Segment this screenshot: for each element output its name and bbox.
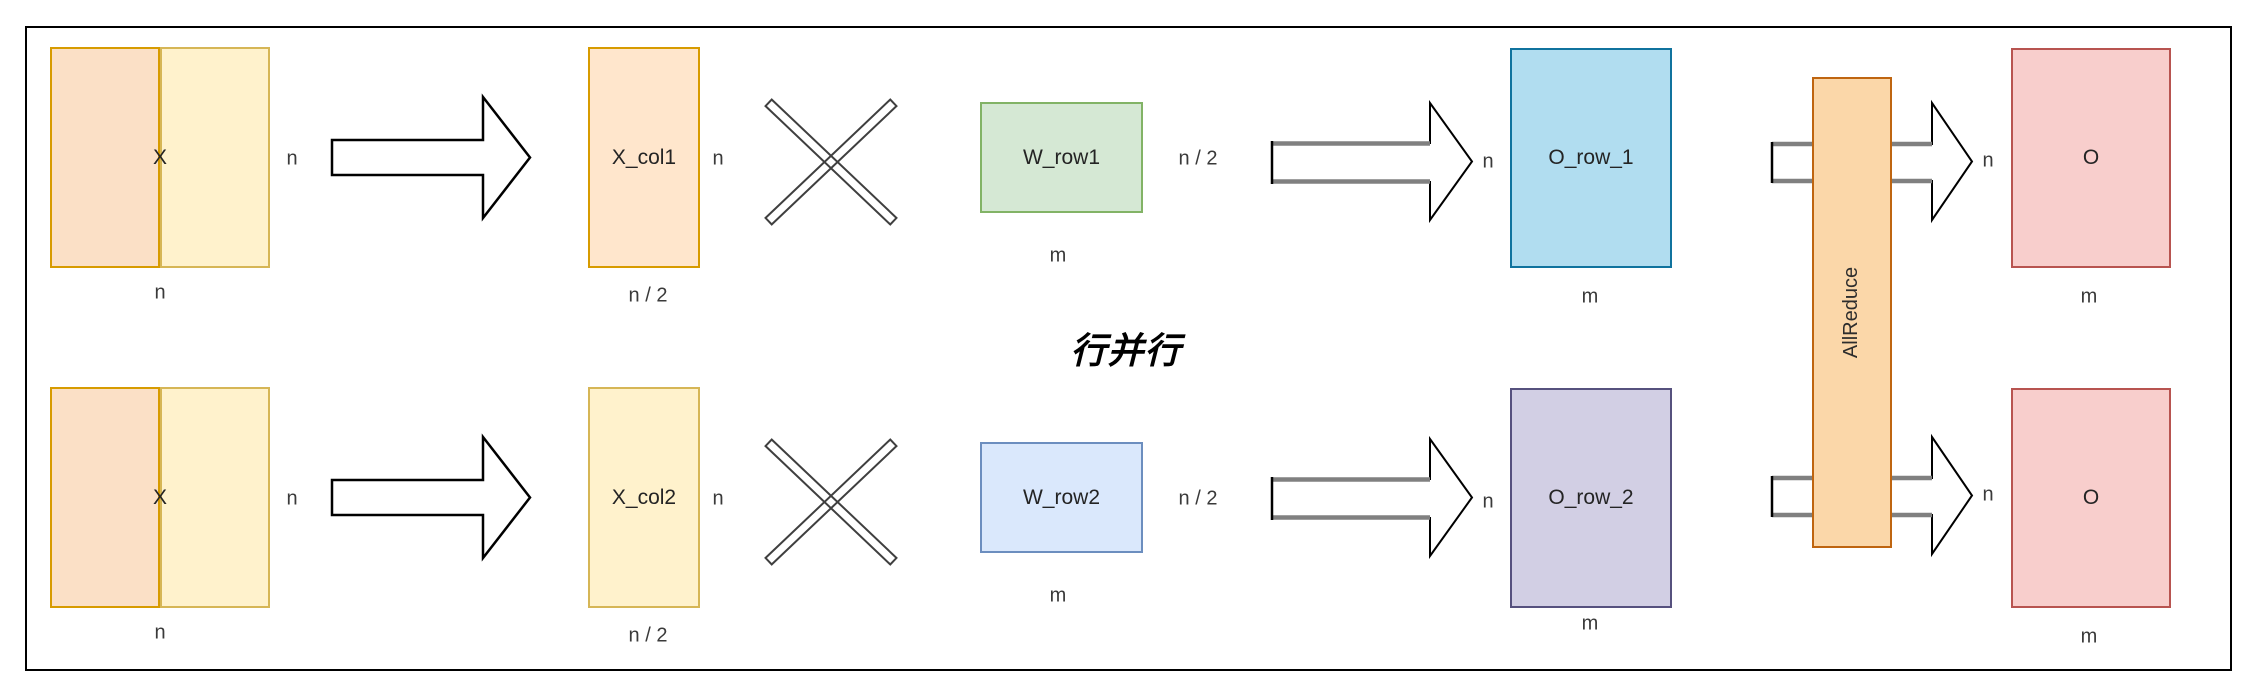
- x-col2-box: X_col2: [588, 387, 700, 608]
- dim-n-after-allreduce-row1: n: [1982, 149, 1994, 172]
- dim-m-below-wrow2: m: [1049, 584, 1067, 607]
- dim-m-below-orow1: m: [1581, 285, 1599, 308]
- x-matrix-left-half: [50, 47, 160, 268]
- w-row2-box: W_row2: [980, 442, 1143, 553]
- o-box-row1: O: [2011, 48, 2171, 268]
- dim-n2-right-of-wrow1: n / 2: [1178, 147, 1218, 170]
- o-row2-box: O_row_2: [1510, 388, 1672, 608]
- split-arrow-icon: [330, 433, 532, 562]
- dim-n2-right-of-wrow2: n / 2: [1178, 487, 1218, 510]
- dim-n-below-x: n: [154, 281, 166, 304]
- dim-m-below-wrow1: m: [1049, 244, 1067, 267]
- dim-n-right-of-xcol2: n: [712, 487, 724, 510]
- dim-m-below-o-row1: m: [2080, 285, 2098, 308]
- o-row1-box: O_row_1: [1510, 48, 1672, 268]
- dim-m-below-o-row2: m: [2080, 625, 2098, 648]
- dim-n2-below-xcol2: n / 2: [628, 624, 668, 647]
- matmul-arrow-icon: [1270, 435, 1474, 560]
- dim-n-after-matmul-row1: n: [1482, 150, 1494, 173]
- split-arrow-icon: [330, 93, 532, 222]
- dim-m-below-orow2: m: [1581, 612, 1599, 635]
- o-label-row1: O: [2082, 146, 2100, 169]
- x-matrix-right-half: [160, 387, 270, 608]
- o-row2-label: O_row_2: [1548, 486, 1634, 509]
- dim-n2-below-xcol1: n / 2: [628, 284, 668, 307]
- x-matrix-label: X: [152, 145, 168, 169]
- allreduce-label: AllReduce: [1840, 266, 1863, 359]
- multiply-icon: [764, 438, 898, 566]
- dim-n-below-x: n: [154, 621, 166, 644]
- x-col1-box: X_col1: [588, 47, 700, 268]
- dim-n-after-matmul-row2: n: [1482, 490, 1494, 513]
- x-col1-label: X_col1: [611, 145, 677, 169]
- w-row1-box: W_row1: [980, 102, 1143, 213]
- center-title: 行并行: [1070, 330, 1182, 371]
- o-row1-label: O_row_1: [1548, 146, 1634, 169]
- outer-border: [25, 26, 2232, 671]
- x-matrix-row1: X: [50, 47, 270, 268]
- x-matrix-label: X: [152, 485, 168, 509]
- x-col2-label: X_col2: [611, 485, 677, 509]
- dim-n-right-of-x: n: [286, 147, 298, 170]
- w-row2-label: W_row2: [1022, 485, 1101, 509]
- o-label-row2: O: [2082, 486, 2100, 509]
- o-box-row2: O: [2011, 388, 2171, 608]
- multiply-icon: [764, 98, 898, 226]
- dim-n-right-of-x: n: [286, 487, 298, 510]
- allreduce-bar: AllReduce: [1812, 77, 1892, 548]
- x-matrix-right-half: [160, 47, 270, 268]
- dim-n-after-allreduce-row2: n: [1982, 483, 1994, 506]
- dim-n-right-of-xcol1: n: [712, 147, 724, 170]
- matmul-arrow-icon: [1270, 99, 1474, 224]
- x-matrix-row2: X: [50, 387, 270, 608]
- w-row1-label: W_row1: [1022, 145, 1101, 169]
- x-matrix-left-half: [50, 387, 160, 608]
